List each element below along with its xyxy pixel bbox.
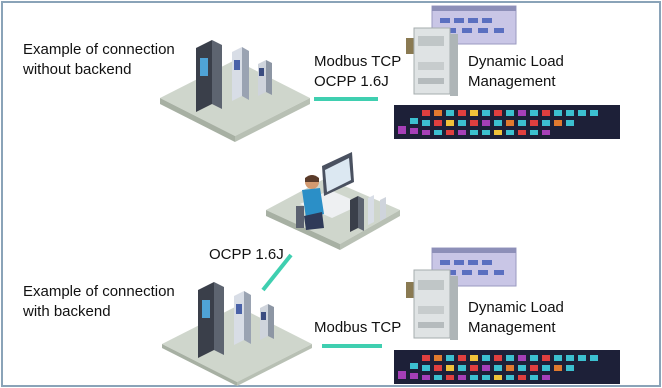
label-line: Dynamic Load: [468, 53, 564, 70]
label-modbus-ocpp-top: Modbus TCP OCPP 1.6J: [314, 52, 401, 92]
label-line: Management: [468, 73, 556, 90]
ev-charging-stations-icon: [162, 282, 312, 386]
label-line: Dynamic Load: [468, 299, 564, 316]
backend-operator-workstation-icon: [266, 152, 400, 250]
label-modbus-bottom: Modbus TCP: [314, 319, 402, 336]
ocpp-connector-middle: [261, 253, 293, 292]
label-line: Modbus TCP: [314, 53, 402, 70]
label-example-with-backend: Example of connection with backend: [23, 282, 175, 322]
label-line: with backend: [23, 303, 111, 320]
label-line: Example of connection: [23, 283, 175, 300]
label-line: Example of connection: [23, 41, 175, 58]
label-ocpp-middle: OCPP 1.6J: [209, 246, 284, 263]
label-line: OCPP 1.6J: [314, 73, 389, 90]
label-line: Management: [468, 319, 556, 336]
ev-charging-stations-icon: [160, 40, 310, 142]
label-example-without-backend: Example of connection without backend: [23, 40, 175, 80]
status-display-icon: [394, 350, 620, 384]
label-dlm-bottom: Dynamic Load Management: [468, 298, 564, 338]
label-line: without backend: [23, 61, 132, 78]
dlm-controller-device-icon: [406, 247, 517, 340]
label-dlm-top: Dynamic Load Management: [468, 52, 564, 92]
dlm-controller-device-icon: [406, 5, 517, 96]
status-display-icon: [394, 105, 620, 139]
